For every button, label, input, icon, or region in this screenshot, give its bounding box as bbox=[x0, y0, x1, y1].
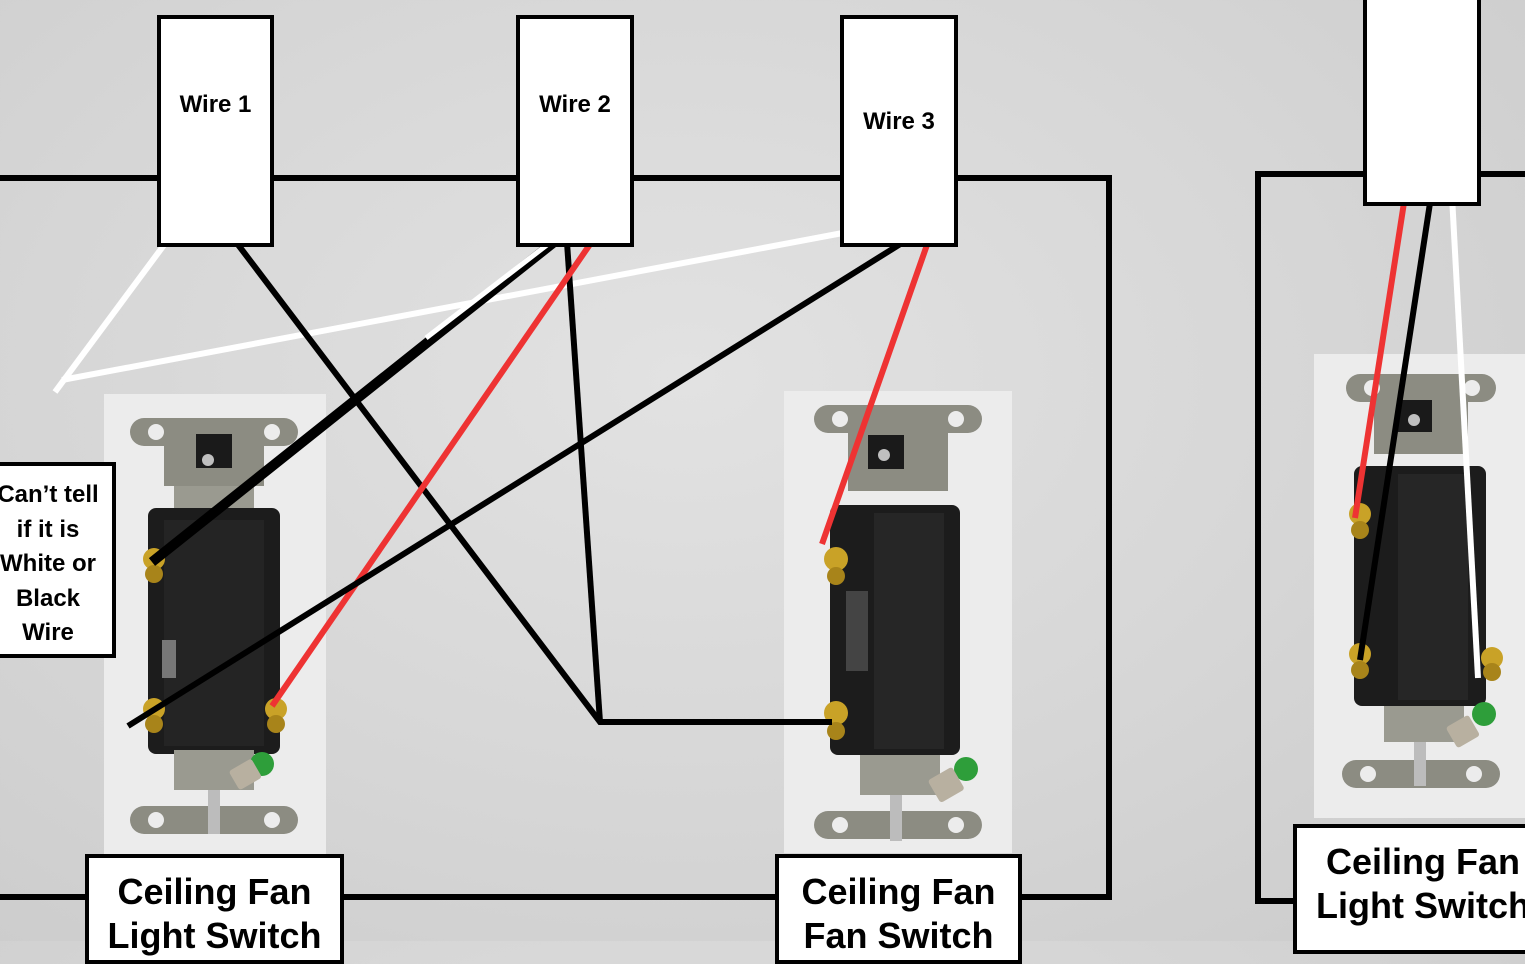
wire-2-label: Wire 2 bbox=[539, 91, 611, 118]
note-line-5: Wire bbox=[22, 619, 74, 646]
wire-4-box bbox=[1363, 0, 1481, 206]
switch-panel-3 bbox=[1314, 354, 1525, 818]
label-line-1: Ceiling Fan bbox=[117, 871, 312, 912]
label-line-1: Ceiling Fan bbox=[1325, 841, 1520, 882]
toggle-switch-icon bbox=[1342, 374, 1503, 788]
label-line-2: Fan Switch bbox=[803, 915, 994, 956]
light-switch-label-left: Ceiling Fan Light Switch bbox=[85, 854, 344, 964]
fan-switch-label: Ceiling Fan Fan Switch bbox=[775, 854, 1022, 964]
label-line-2: Light Switch bbox=[1316, 885, 1525, 926]
wire-3-label: Wire 3 bbox=[863, 108, 935, 135]
wire-1-box: Wire 1 bbox=[157, 15, 274, 247]
switch-panel-1 bbox=[104, 394, 326, 854]
wire-1-label: Wire 1 bbox=[179, 91, 252, 118]
toggle-switch-icon bbox=[814, 405, 982, 841]
uncertain-wire-note: Can’t tell if it is White or Black Wire bbox=[0, 462, 116, 658]
toggle-switch-icon bbox=[130, 418, 298, 834]
note-line-2: if it is bbox=[16, 515, 80, 543]
note-line-3: White or bbox=[0, 550, 96, 577]
wire-2-box: Wire 2 bbox=[516, 15, 634, 247]
light-switch-label-right: Ceiling Fan Light Switch bbox=[1293, 824, 1525, 954]
switch-panel-2 bbox=[784, 391, 1012, 853]
label-line-2: Light Switch bbox=[107, 915, 322, 956]
note-line-1: Can’t tell bbox=[0, 481, 99, 508]
label-line-1: Ceiling Fan bbox=[801, 871, 996, 912]
wire-3-box: Wire 3 bbox=[840, 15, 958, 247]
note-line-4: Black bbox=[15, 584, 81, 612]
